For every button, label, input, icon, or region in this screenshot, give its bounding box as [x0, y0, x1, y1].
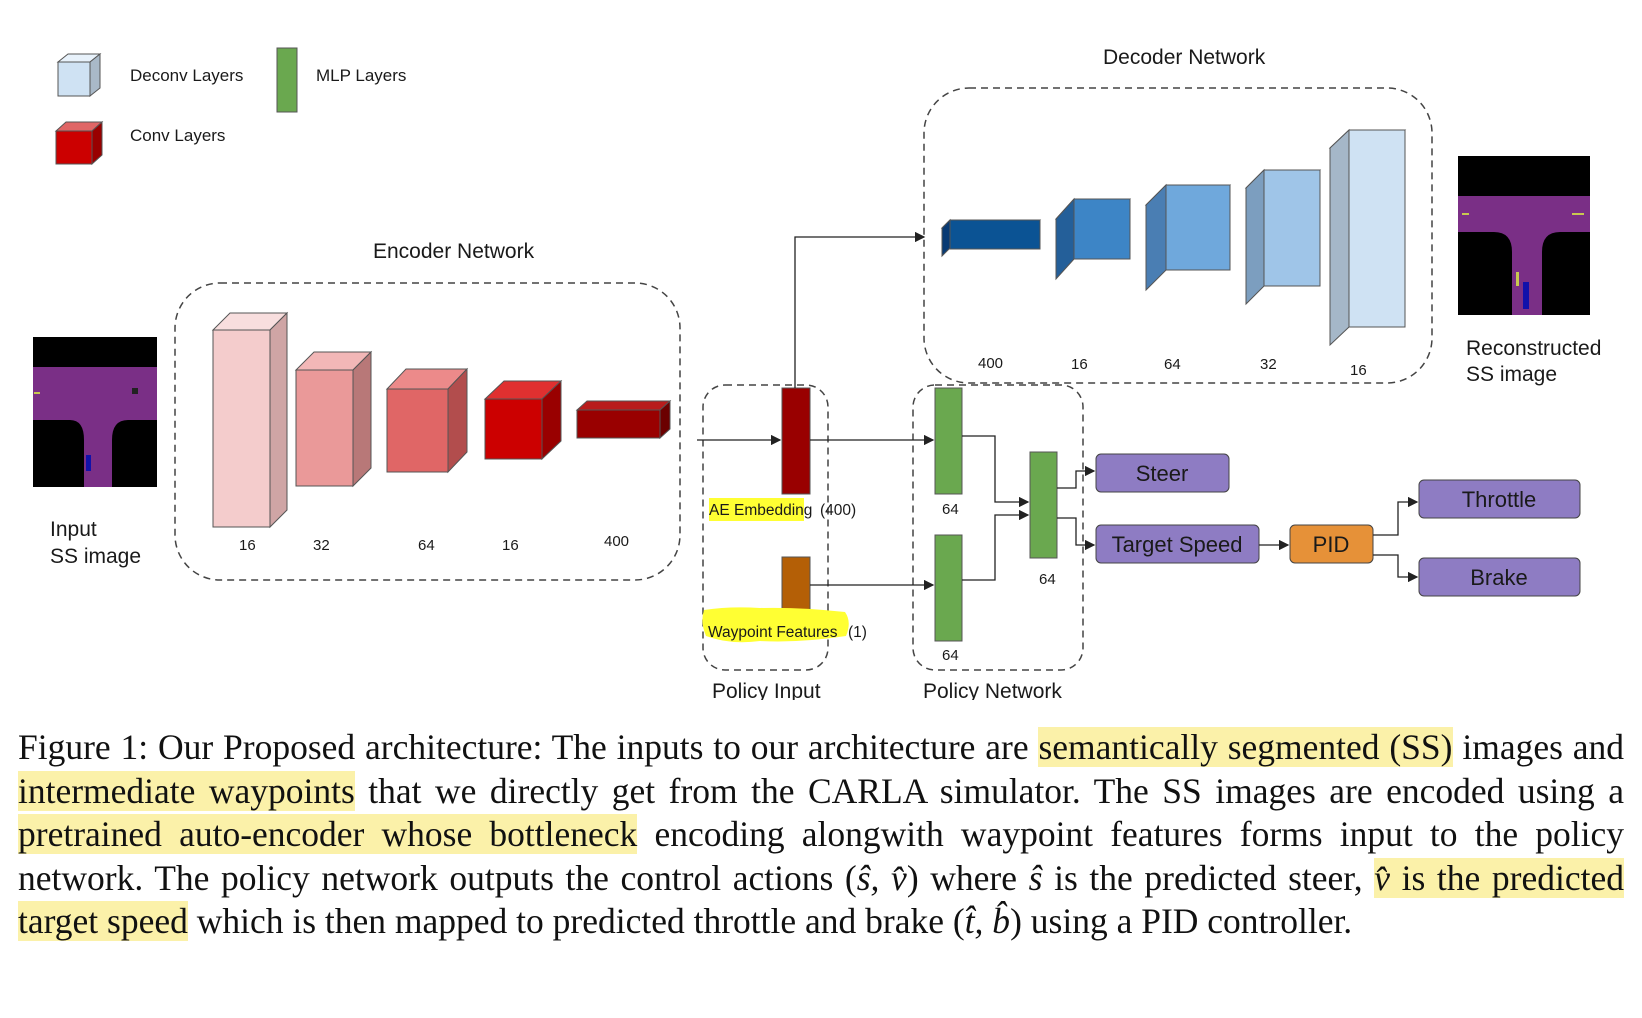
- legend-deconv-cube-icon: [56, 52, 102, 98]
- decoder-size-5: 16: [1350, 362, 1367, 379]
- caption-text-1: Figure 1: Our Proposed architecture: The…: [18, 727, 1039, 767]
- encoder-size-2: 32: [313, 537, 330, 554]
- input-image-label-2: SS image: [50, 545, 141, 568]
- encoder-conv-layer-1: [211, 311, 289, 529]
- target-speed-box: [1095, 524, 1260, 564]
- ae-embedding-label: AE Embedding: [709, 502, 812, 519]
- legend-deconv-label: Deconv Layers: [130, 66, 243, 85]
- legend-mlp-bar-icon: [276, 47, 298, 113]
- decoder-deconv-layer-4: [1244, 168, 1322, 306]
- throttle-label: Throttle: [1462, 487, 1537, 512]
- caption-highlight-3: pretrained auto-encoder whose bottleneck: [18, 814, 638, 854]
- caption-text-6: is the predicted steer,: [1042, 857, 1375, 898]
- pid-box: [1289, 524, 1374, 564]
- caption-math-2: ŝ: [1028, 857, 1043, 898]
- waypoint-features-block: [781, 556, 811, 614]
- decoder-size-2: 16: [1071, 356, 1088, 373]
- caption-text-3: that we directly get from the CARLA simu…: [354, 770, 1624, 811]
- input-image-label-1: Input: [50, 518, 97, 541]
- caption-math-3: t̂, b̂: [964, 901, 1011, 941]
- ae-embedding-highlight: [709, 498, 804, 521]
- legend-conv-cube-icon: [54, 120, 104, 166]
- decoder-title: Decoder Network: [1103, 46, 1266, 69]
- encoder-box: [174, 282, 681, 581]
- steer-label: Steer: [1136, 461, 1189, 486]
- throttle-box: [1418, 479, 1581, 519]
- input-ss-image: [33, 337, 157, 487]
- policy-network-title: Policy Network: [923, 680, 1062, 700]
- legend-conv-label: Conv Layers: [130, 126, 225, 145]
- decoder-deconv-layer-2: [1054, 197, 1132, 281]
- caption-text-5: ) where: [906, 857, 1029, 898]
- steer-box: [1095, 453, 1230, 493]
- mlp-layer-ae: [934, 387, 963, 495]
- decoder-size-4: 32: [1260, 356, 1277, 373]
- caption-math-1: ŝ, v̂: [856, 857, 907, 898]
- output-image-label-2: SS image: [1466, 363, 1557, 386]
- ae-embedding-count: (400): [820, 502, 856, 519]
- caption-text-7: which is then mapped to predicted thrott…: [187, 901, 965, 941]
- mlp-layer-waypoint: [934, 534, 963, 642]
- connection-arrows: [697, 231, 1419, 591]
- policy-size-2: 64: [1039, 571, 1056, 588]
- caption-highlight-2: intermediate waypoints: [18, 770, 355, 811]
- brake-box: [1418, 557, 1581, 597]
- policy-input-title: Policy Input: [712, 680, 821, 700]
- target-speed-label: Target Speed: [1112, 532, 1243, 557]
- mlp-layer-merge: [1029, 451, 1058, 559]
- encoder-size-5: 400: [604, 533, 629, 550]
- figure-caption: Figure 1: Our Proposed architecture: The…: [18, 726, 1624, 944]
- policy-input-box: [702, 384, 829, 671]
- decoder-size-1: 400: [978, 355, 1003, 372]
- brake-label: Brake: [1470, 565, 1527, 590]
- decoder-box: [923, 87, 1433, 384]
- policy-size-3: 64: [942, 647, 959, 664]
- decoder-deconv-layer-5: [1328, 128, 1407, 347]
- legend-mlp-label: MLP Layers: [316, 66, 406, 85]
- encoder-conv-layer-3: [385, 367, 469, 474]
- decoder-deconv-layer-1: [940, 218, 1042, 258]
- encoder-conv-layer-4: [483, 379, 563, 461]
- caption-text-4: encoding alongwith waypoint features for…: [18, 814, 1624, 898]
- caption-highlight-4-math: v̂: [1374, 857, 1390, 898]
- policy-size-1: 64: [942, 501, 959, 518]
- legend: Deconv Layers Conv Layers MLP Layers: [54, 47, 406, 166]
- encoder-conv-layer-5: [575, 399, 672, 440]
- policy-network-box: [912, 384, 1084, 671]
- caption-text-8: ) using a PID controller.: [1010, 901, 1353, 941]
- waypoint-features-count: (1): [848, 624, 867, 641]
- decoder-deconv-layer-3: [1144, 183, 1232, 292]
- encoder-title: Encoder Network: [373, 240, 535, 263]
- waypoint-features-label: Waypoint Features: [708, 624, 838, 641]
- architecture-diagram: Deconv Layers Conv Layers MLP Layers Inp…: [33, 46, 1601, 700]
- encoder-size-3: 64: [418, 537, 435, 554]
- encoder-conv-layer-2: [294, 350, 373, 488]
- encoder-size-4: 16: [502, 537, 519, 554]
- decoder-size-3: 64: [1164, 356, 1181, 373]
- waypoint-features-highlight: [702, 607, 849, 643]
- caption-highlight-1: semantically segmented (SS): [1038, 727, 1453, 767]
- reconstructed-ss-image: [1458, 156, 1590, 315]
- caption-text-2: images and: [1452, 727, 1625, 767]
- ae-embedding-block: [781, 387, 811, 495]
- pid-label: PID: [1313, 532, 1350, 557]
- encoder-size-1: 16: [239, 537, 256, 554]
- output-image-label-1: Reconstructed: [1466, 337, 1601, 360]
